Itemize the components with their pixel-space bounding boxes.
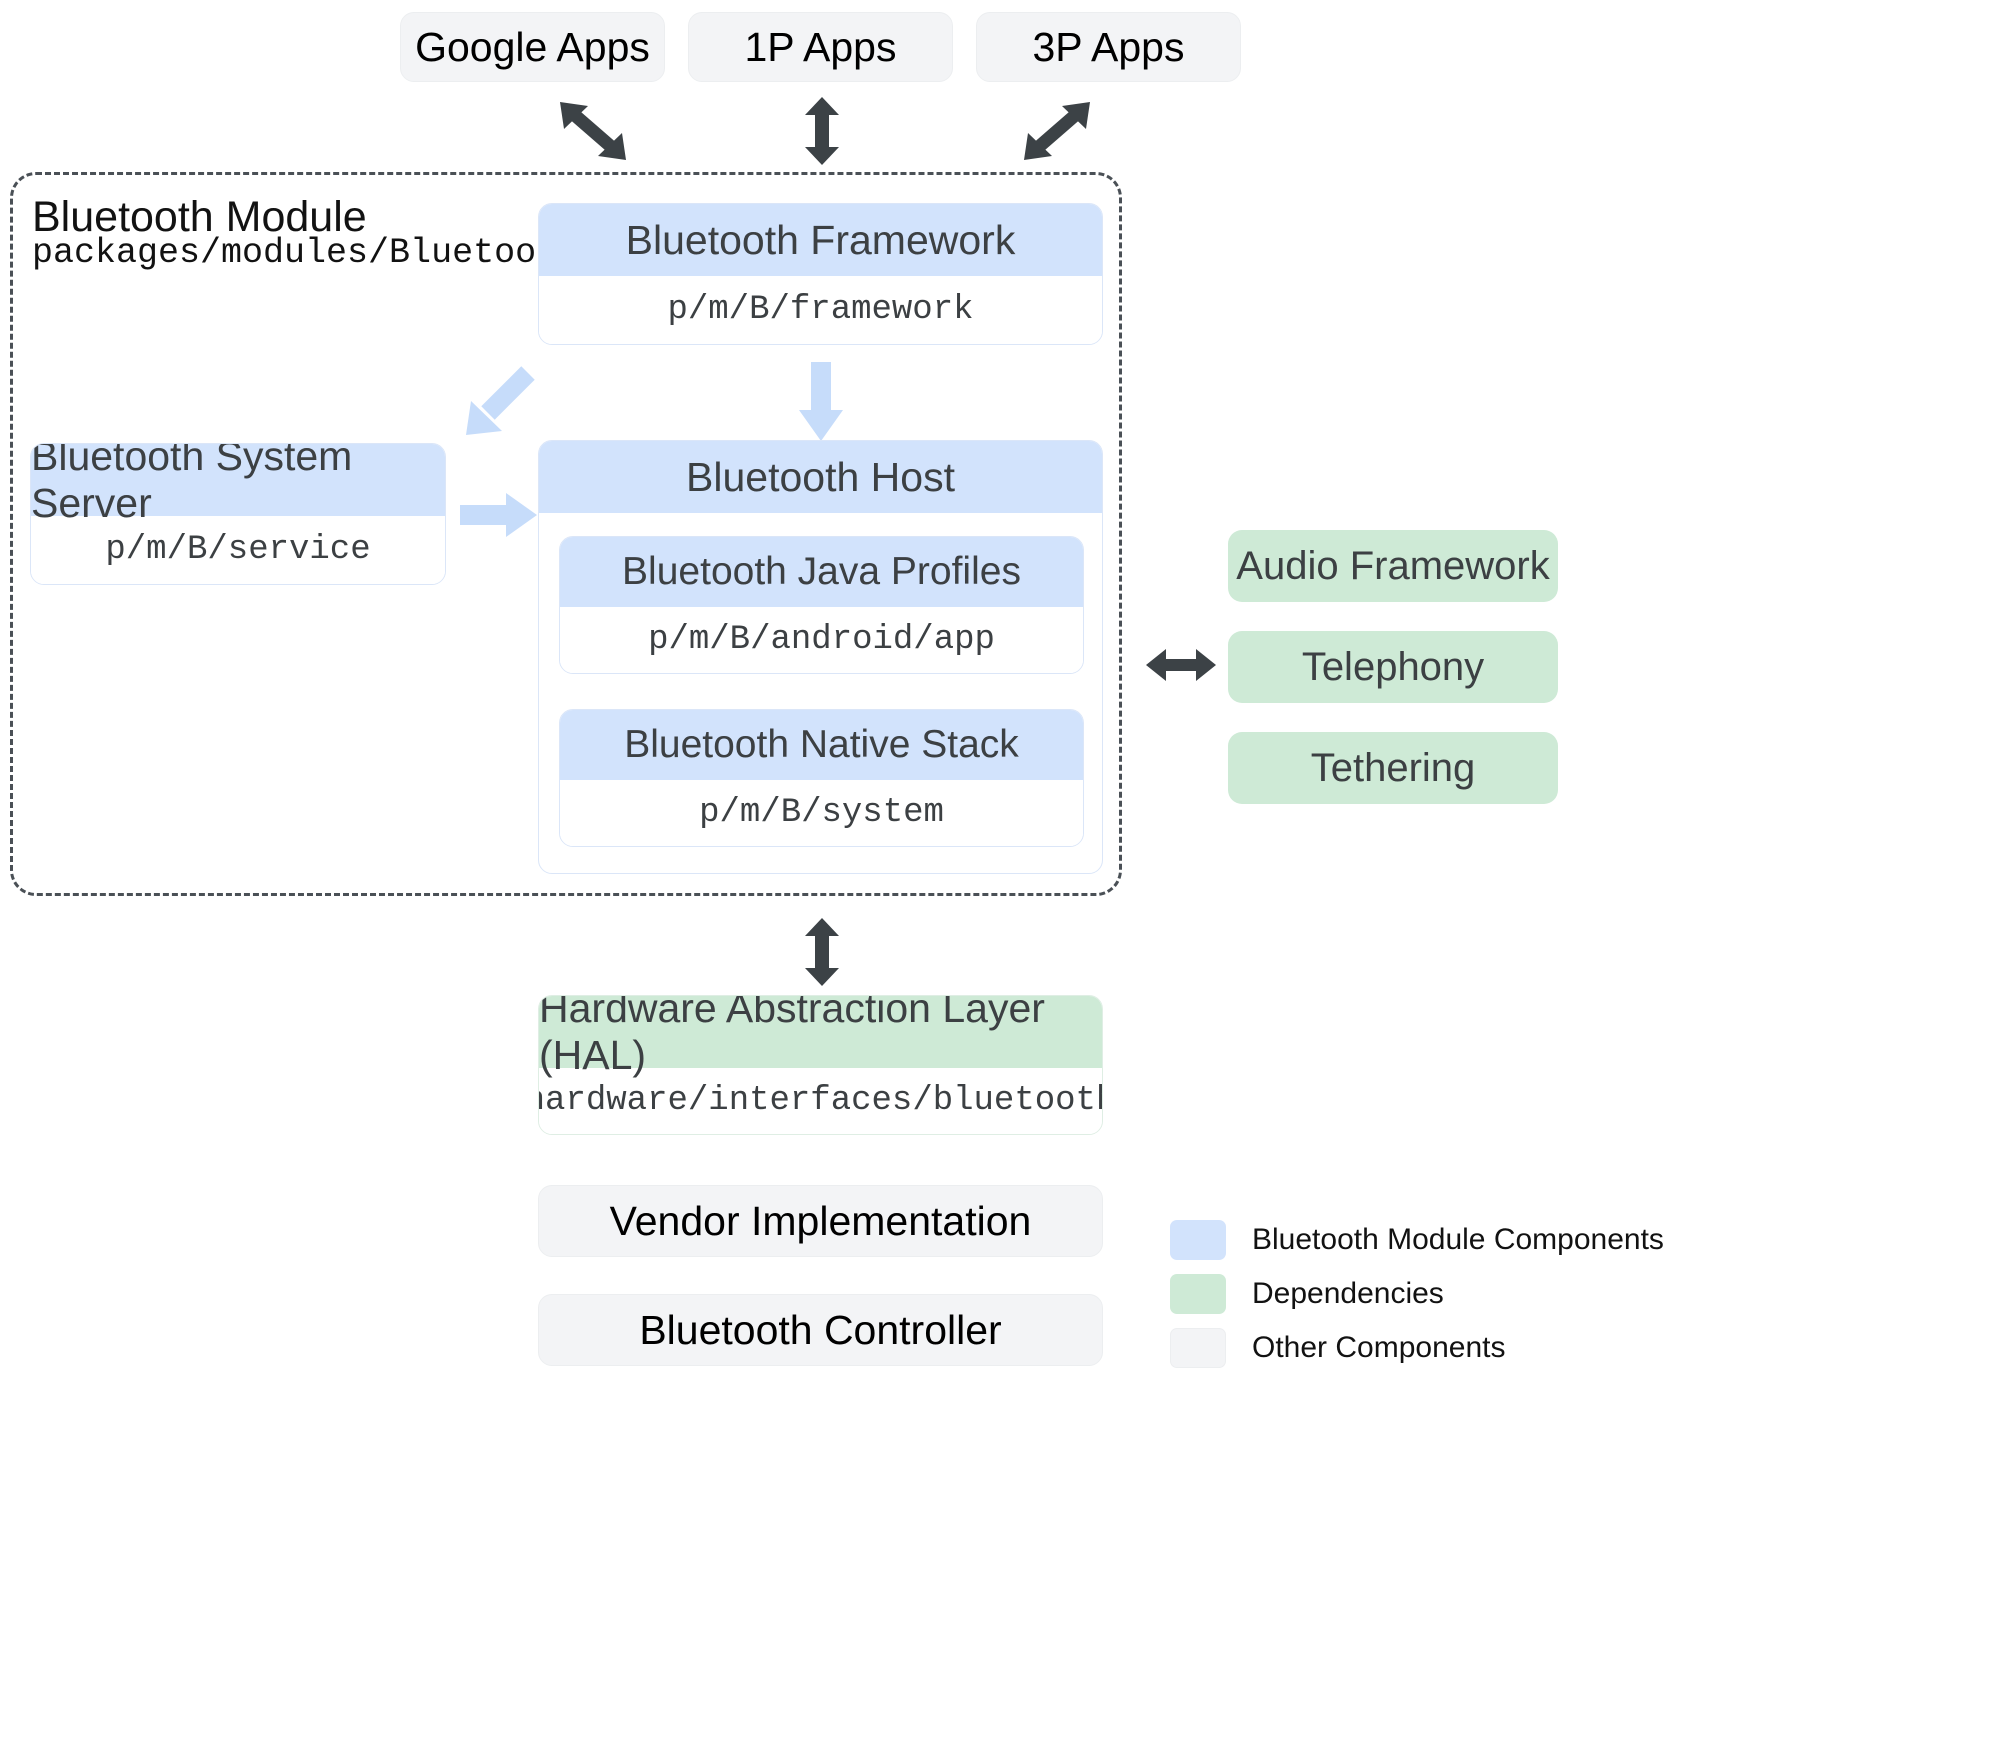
- bluetooth-native-stack-title: Bluetooth Native Stack: [560, 710, 1083, 780]
- bluetooth-native-stack-path: p/m/B/system: [560, 780, 1083, 846]
- hal-path: hardware/interfaces/bluetooth: [539, 1068, 1102, 1134]
- legend-label-module-components: Bluetooth Module Components: [1252, 1223, 1664, 1256]
- app-box-1p-apps-label: 1P Apps: [744, 23, 897, 70]
- legend-item-dependencies: Dependencies: [1170, 1267, 1664, 1321]
- bluetooth-framework-path: p/m/B/framework: [539, 276, 1102, 344]
- bluetooth-java-profiles-path: p/m/B/android/app: [560, 607, 1083, 673]
- bluetooth-controller-box[interactable]: Bluetooth Controller: [538, 1294, 1103, 1366]
- app-box-google-apps[interactable]: Google Apps: [400, 12, 665, 82]
- bluetooth-framework-box[interactable]: Bluetooth Framework p/m/B/framework: [538, 203, 1103, 345]
- bluetooth-module-title: Bluetooth Module: [32, 193, 367, 241]
- app-box-google-apps-label: Google Apps: [415, 23, 650, 70]
- dependency-box-audio-framework-label: Audio Framework: [1236, 543, 1550, 588]
- legend-swatch-green: [1170, 1274, 1226, 1314]
- arrow-framework-to-system-server: [462, 365, 537, 437]
- bluetooth-controller-label: Bluetooth Controller: [639, 1306, 1002, 1353]
- dependency-box-telephony-label: Telephony: [1301, 644, 1485, 689]
- legend-item-other-components: Other Components: [1170, 1321, 1664, 1375]
- app-box-3p-apps-label: 3P Apps: [1032, 23, 1185, 70]
- dependency-box-tethering[interactable]: Tethering: [1228, 732, 1558, 804]
- hal-box[interactable]: Hardware Abstraction Layer (HAL) hardwar…: [538, 995, 1103, 1135]
- legend-label-dependencies: Dependencies: [1252, 1277, 1444, 1310]
- app-box-3p-apps[interactable]: 3P Apps: [976, 12, 1241, 82]
- bluetooth-host-title: Bluetooth Host: [539, 441, 1102, 513]
- legend-label-other-components: Other Components: [1252, 1331, 1506, 1364]
- bluetooth-framework-title: Bluetooth Framework: [539, 204, 1102, 276]
- arrow-3p-apps-to-module: [1022, 100, 1092, 162]
- bluetooth-native-stack-box[interactable]: Bluetooth Native Stack p/m/B/system: [559, 709, 1084, 847]
- arrow-module-to-hal: [802, 918, 842, 986]
- legend-item-module-components: Bluetooth Module Components: [1170, 1213, 1664, 1267]
- bluetooth-module-path: packages/modules/Bluetooth: [32, 233, 579, 273]
- hal-title: Hardware Abstraction Layer (HAL): [539, 996, 1102, 1078]
- app-box-1p-apps[interactable]: 1P Apps: [688, 12, 953, 82]
- vendor-implementation-box[interactable]: Vendor Implementation: [538, 1185, 1103, 1257]
- arrow-host-to-dependencies: [1146, 648, 1216, 682]
- arrow-google-apps-to-module: [558, 100, 628, 162]
- bluetooth-java-profiles-box[interactable]: Bluetooth Java Profiles p/m/B/android/ap…: [559, 536, 1084, 674]
- bluetooth-system-server-title: Bluetooth System Server: [31, 444, 445, 526]
- legend-swatch-grey: [1170, 1328, 1226, 1368]
- vendor-implementation-label: Vendor Implementation: [609, 1197, 1032, 1244]
- legend: Bluetooth Module Components Dependencies…: [1170, 1213, 1664, 1375]
- bluetooth-module-container: [10, 172, 1122, 896]
- arrow-1p-apps-to-module: [802, 97, 842, 165]
- arrow-system-server-to-host: [460, 492, 538, 538]
- dependency-box-telephony[interactable]: Telephony: [1228, 631, 1558, 703]
- bluetooth-host-box[interactable]: Bluetooth Host Bluetooth Java Profiles p…: [538, 440, 1103, 874]
- bluetooth-java-profiles-title: Bluetooth Java Profiles: [560, 537, 1083, 607]
- dependency-box-tethering-label: Tethering: [1310, 745, 1476, 790]
- dependency-box-audio-framework[interactable]: Audio Framework: [1228, 530, 1558, 602]
- arrow-framework-to-host: [798, 362, 844, 442]
- bluetooth-system-server-box[interactable]: Bluetooth System Server p/m/B/service: [30, 443, 446, 585]
- legend-swatch-blue: [1170, 1220, 1226, 1260]
- bluetooth-system-server-path: p/m/B/service: [31, 516, 445, 584]
